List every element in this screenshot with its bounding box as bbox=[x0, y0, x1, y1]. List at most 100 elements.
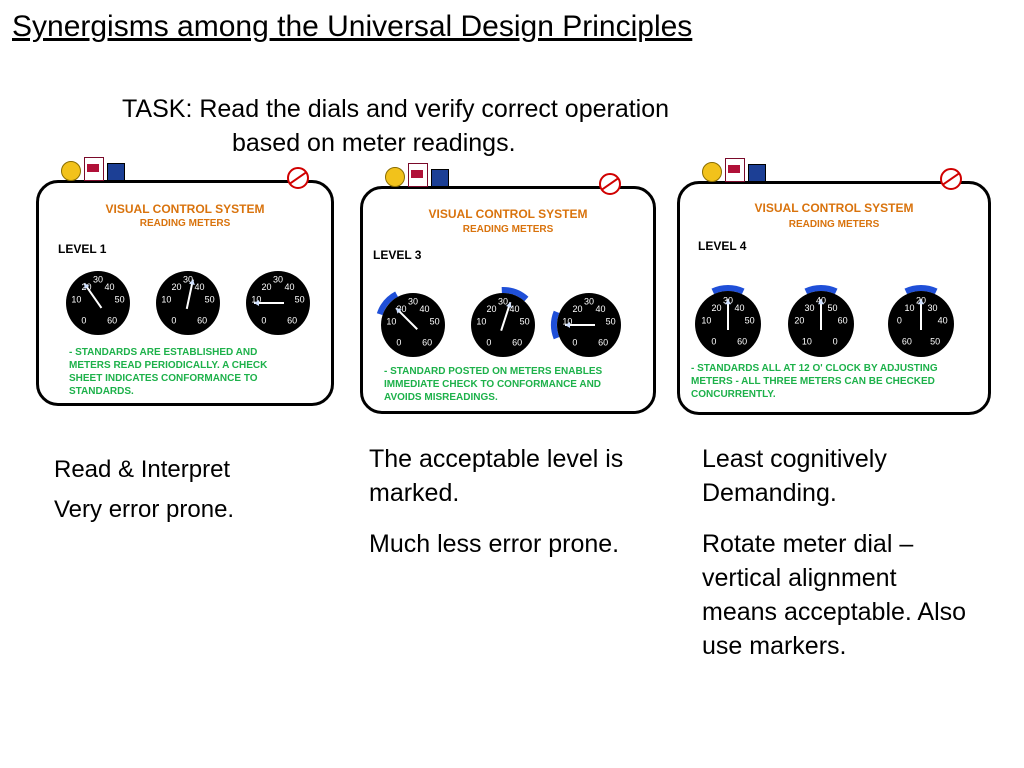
dial-scale-label: 30 bbox=[408, 297, 418, 307]
acceptable-range-marker bbox=[904, 285, 938, 295]
panel-note: - STANDARDS ALL AT 12 O' CLOCK BY ADJUST… bbox=[691, 362, 938, 401]
dial-scale-label: 10 bbox=[905, 303, 915, 313]
panel-note: - STANDARDS ARE ESTABLISHED AND METERS R… bbox=[69, 346, 267, 398]
logo-group bbox=[385, 161, 449, 187]
panel-heading: VISUAL CONTROL SYSTEM bbox=[105, 202, 265, 216]
panel-subheading: READING METERS bbox=[788, 219, 880, 230]
dial-scale-label: 20 bbox=[712, 303, 722, 313]
dial-scale-label: 10 bbox=[476, 317, 486, 327]
note-line: - STANDARDS ARE ESTABLISHED AND bbox=[69, 347, 258, 358]
note-line: STANDARDS. bbox=[69, 386, 134, 397]
dial-scale-label: 10 bbox=[802, 336, 812, 346]
caption-paragraph: Least cognitively Demanding. bbox=[702, 445, 887, 507]
quality-document-logo-icon bbox=[725, 158, 745, 182]
gm-logo-icon bbox=[748, 164, 766, 182]
dial-scale-label: 40 bbox=[104, 282, 114, 292]
dial-scale-label: 50 bbox=[827, 303, 837, 313]
visual-control-panel-level-3: VISUAL CONTROL SYSTEM READING METERS LEV… bbox=[360, 163, 656, 414]
panel-subheading: READING METERS bbox=[139, 218, 231, 229]
dial-scale-label: 40 bbox=[734, 303, 744, 313]
dial-scale-label: 60 bbox=[737, 336, 747, 346]
dial-scale-label: 60 bbox=[902, 336, 912, 346]
note-line: AVOIDS MISREADINGS. bbox=[384, 392, 498, 403]
gm-logo-icon bbox=[107, 163, 125, 181]
needle-arrowhead bbox=[254, 300, 259, 306]
quality-document-logo-icon bbox=[84, 157, 104, 181]
caption-paragraph: Rotate meter dial – vertical alignment m… bbox=[702, 530, 967, 660]
no-waste-icon bbox=[287, 167, 309, 189]
acceptable-range-marker bbox=[804, 285, 838, 295]
dial-scale-label: 40 bbox=[938, 316, 948, 326]
caption-level-3: The acceptable level is marked. Much les… bbox=[369, 442, 639, 578]
panel-heading: VISUAL CONTROL SYSTEM bbox=[754, 201, 914, 215]
needle-arrowhead bbox=[396, 308, 402, 314]
needle-arrowhead bbox=[84, 283, 90, 290]
level-label: LEVEL 3 bbox=[373, 248, 422, 262]
dial-scale-label: 40 bbox=[284, 282, 294, 292]
logo-group bbox=[61, 155, 125, 181]
dial-scale-label: 10 bbox=[161, 295, 171, 305]
dial-scale-label: 0 bbox=[897, 316, 902, 326]
panel-heading: VISUAL CONTROL SYSTEM bbox=[428, 207, 588, 221]
dial-scale-label: 30 bbox=[498, 297, 508, 307]
dial-scale-label: 0 bbox=[396, 337, 401, 347]
level-label: LEVEL 4 bbox=[698, 239, 747, 253]
dial-scale-label: 60 bbox=[107, 315, 117, 325]
dial-needle bbox=[500, 301, 512, 332]
dial-scale-label: 60 bbox=[287, 315, 297, 325]
dial-scale-label: 40 bbox=[419, 304, 429, 314]
visual-control-panel-level-4: VISUAL CONTROL SYSTEM READING METERS LEV… bbox=[677, 158, 991, 415]
dial-scale-label: 60 bbox=[512, 337, 522, 347]
dial-scale-label: 20 bbox=[794, 316, 804, 326]
dial-scale-label: 40 bbox=[194, 282, 204, 292]
slide-title: Synergisms among the Universal Design Pr… bbox=[12, 10, 693, 43]
dial-scale-label: 40 bbox=[509, 304, 519, 314]
needle-arrowhead bbox=[725, 299, 731, 305]
meter-dial-3: 1020300406050 bbox=[888, 285, 954, 357]
task-text: TASK: Read the dials and verify correct … bbox=[122, 92, 669, 160]
no-waste-icon bbox=[940, 168, 962, 190]
dial-scale-label: 10 bbox=[386, 317, 396, 327]
dial-scale-label: 10 bbox=[71, 295, 81, 305]
caption-line: Read & Interpret bbox=[54, 456, 231, 483]
acceptable-range-marker bbox=[376, 291, 399, 316]
dial-scale-label: 0 bbox=[572, 337, 577, 347]
no-waste-icon bbox=[599, 173, 621, 195]
note-line: CONCURRENTLY. bbox=[691, 389, 776, 400]
caption-level-4: Least cognitively Demanding. Rotate mete… bbox=[702, 442, 972, 680]
acceptable-range-marker bbox=[711, 285, 745, 295]
dial-scale-label: 0 bbox=[81, 315, 86, 325]
dial-scale-label: 50 bbox=[430, 317, 440, 327]
meter-dial-2: 3040502060100 bbox=[788, 285, 854, 357]
dial-scale-label: 50 bbox=[930, 336, 940, 346]
panel-note: - STANDARD POSTED ON METERS ENABLES IMME… bbox=[384, 365, 602, 404]
acceptable-range-marker bbox=[501, 287, 529, 302]
dial-scale-label: 60 bbox=[422, 337, 432, 347]
dial-needle bbox=[395, 307, 418, 330]
seal-logo-icon bbox=[385, 167, 405, 187]
gm-logo-icon bbox=[431, 169, 449, 187]
dial-scale-label: 50 bbox=[520, 317, 530, 327]
dial-scale-label: 50 bbox=[745, 316, 755, 326]
caption-line: Very error prone. bbox=[54, 496, 235, 523]
dial-scale-label: 60 bbox=[838, 316, 848, 326]
note-line: METERS READ PERIODICALLY. A CHECK bbox=[69, 360, 268, 371]
logo-group bbox=[702, 156, 766, 182]
dial-scale-label: 10 bbox=[562, 317, 572, 327]
caption-paragraph: The acceptable level is marked. bbox=[369, 445, 624, 507]
dial-scale-label: 60 bbox=[197, 315, 207, 325]
dial-group: 203040105006030405020601001020300406050 bbox=[695, 285, 954, 357]
dial-scale-label: 50 bbox=[606, 317, 616, 327]
dial-scale-label: 20 bbox=[262, 282, 272, 292]
dial-scale-label: 60 bbox=[598, 337, 608, 347]
dial-scale-label: 0 bbox=[486, 337, 491, 347]
dial-scale-label: 0 bbox=[833, 336, 838, 346]
dial-scale-label: 0 bbox=[171, 315, 176, 325]
note-line: METERS - ALL THREE METERS CAN BE CHECKED bbox=[691, 376, 935, 387]
caption-paragraph: Much less error prone. bbox=[369, 530, 620, 558]
dial-scale-label: 30 bbox=[93, 275, 103, 285]
note-line: IMMEDIATE CHECK TO CONFORMANCE AND bbox=[384, 379, 602, 390]
